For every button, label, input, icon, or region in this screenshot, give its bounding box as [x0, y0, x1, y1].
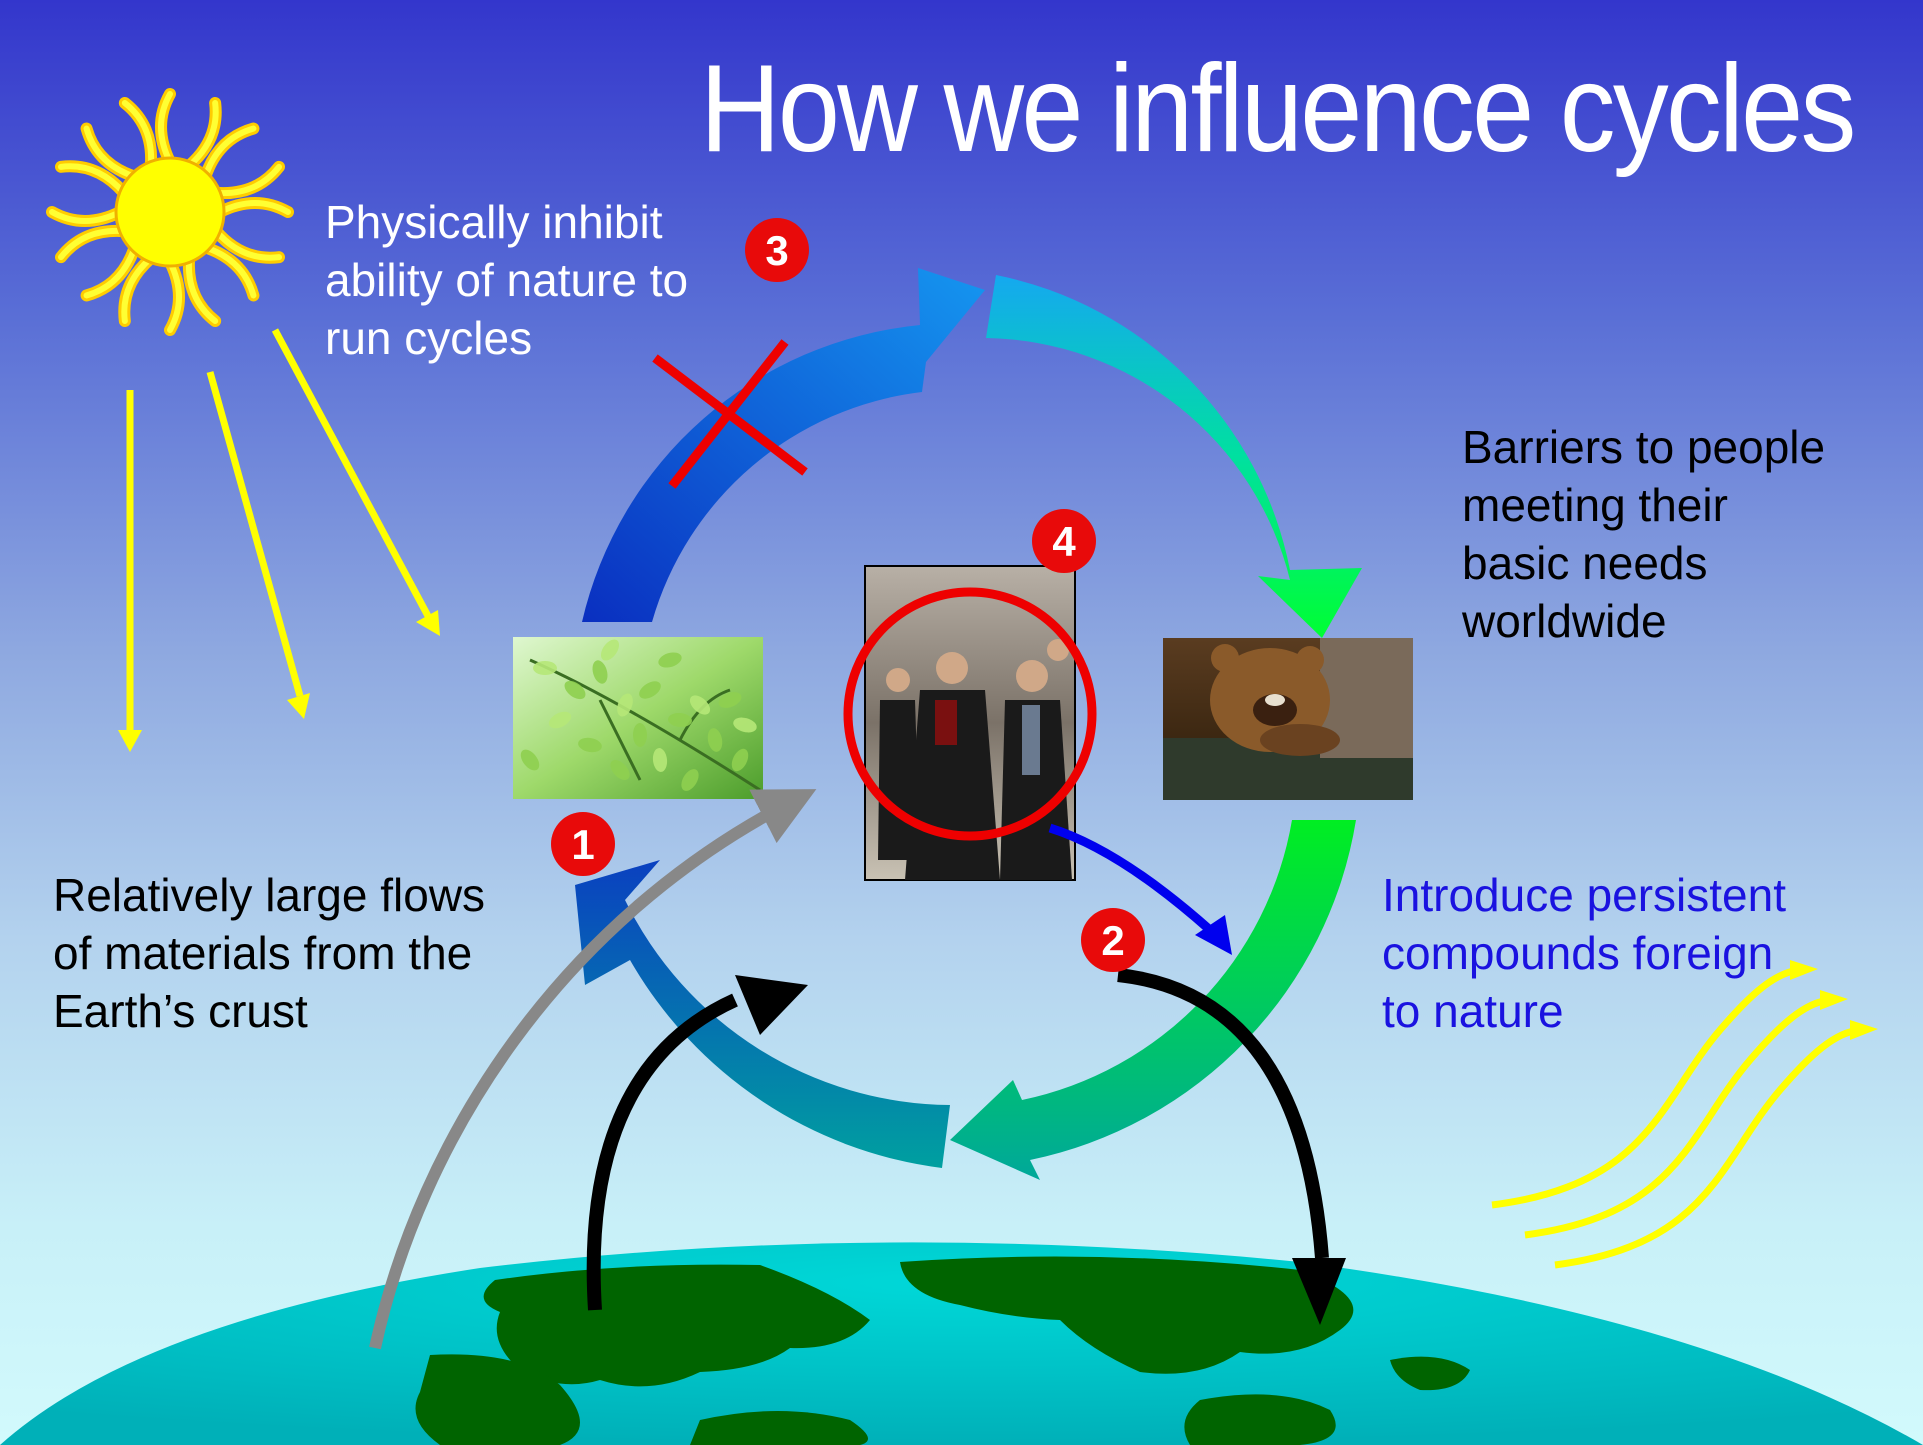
leaf: [578, 737, 602, 753]
leaf: [592, 660, 608, 684]
sun-ray: [202, 125, 257, 180]
bear-photo: [1163, 638, 1413, 800]
sun-ray-arrows: [118, 328, 440, 752]
leaf: [533, 661, 557, 675]
sun-ray: [121, 255, 154, 325]
sun-ray: [57, 227, 127, 261]
leaf: [731, 748, 749, 772]
deposition-arrow: [1117, 968, 1346, 1325]
persistent-compounds-arrow: [1048, 823, 1232, 955]
leaf: [564, 680, 586, 700]
badge-2: 2: [1081, 908, 1145, 972]
flows-note-line: of materials from the: [53, 927, 473, 979]
leaf: [639, 681, 661, 699]
highlight-circle-icon: [843, 587, 1097, 841]
inhibit-note: Physically inhibit ability of nature to …: [325, 193, 688, 367]
heat-wave-arrowheads: [1790, 960, 1878, 1040]
barriers-note: Barriers to people meeting their basic n…: [1462, 418, 1825, 650]
sun-icon: [46, 88, 294, 336]
sun-ray: [217, 200, 291, 215]
badge-3: 3: [745, 218, 809, 282]
leaf: [548, 711, 572, 729]
persistent-note-line: Introduce persistent: [1382, 869, 1787, 921]
leaf: [658, 652, 682, 668]
barriers-note-line: Barriers to people: [1462, 421, 1826, 473]
badge-1: 1: [551, 812, 615, 876]
barriers-note-line: worldwide: [1462, 595, 1667, 647]
extraction-arrow: [586, 975, 808, 1311]
sun-ray: [213, 163, 283, 197]
cross-mark-icon: [652, 339, 808, 489]
sun-ray: [83, 244, 138, 299]
sun-ray: [121, 99, 155, 169]
slide-title: How we influence cycles: [700, 40, 1856, 178]
flows-note-line: Earth’s crust: [53, 985, 308, 1037]
persistent-note-line: compounds foreign: [1382, 927, 1774, 979]
sun-ray: [185, 255, 219, 325]
leaf: [718, 692, 742, 708]
sun-ray: [167, 259, 182, 333]
sun-ray: [83, 125, 138, 180]
inhibit-note-line: Physically inhibit: [325, 196, 663, 248]
svg-text:4: 4: [1052, 518, 1076, 565]
sun-ray: [158, 91, 173, 165]
leaf: [610, 760, 630, 780]
flows-note: Relatively large flows of materials from…: [53, 866, 485, 1040]
barriers-note-line: basic needs: [1462, 537, 1708, 589]
sun-ray: [57, 163, 127, 196]
leaf: [520, 749, 540, 771]
leaf: [668, 712, 692, 728]
sun-ray: [213, 228, 283, 261]
leaf: [689, 695, 711, 715]
sun-ray: [202, 244, 257, 299]
svg-text:2: 2: [1101, 917, 1124, 964]
persistent-note: Introduce persistent compounds foreign t…: [1382, 866, 1786, 1040]
badge-4: 4: [1032, 509, 1096, 573]
persistent-note-line: to nature: [1382, 985, 1564, 1037]
barriers-note-line: meeting their: [1462, 479, 1728, 531]
cycle-arrows: [575, 268, 1362, 1180]
sun-ray: [186, 99, 219, 169]
leaf: [707, 728, 723, 752]
svg-text:3: 3: [765, 227, 788, 274]
leaf: [617, 693, 633, 717]
inhibit-note-line: run cycles: [325, 312, 533, 364]
leaf: [600, 639, 620, 661]
inhibit-note-line: ability of nature to: [325, 254, 689, 306]
flows-note-line: Relatively large flows: [53, 869, 486, 921]
crust-flow-arrow: [369, 789, 817, 1350]
leaf: [733, 717, 757, 733]
sun-ray: [49, 209, 123, 224]
sun-disc: [114, 156, 226, 268]
svg-text:1: 1: [571, 821, 594, 868]
heat-wave-arrows: [1491, 966, 1861, 1269]
leaves-photo: [513, 637, 763, 799]
leaf: [652, 748, 668, 772]
leaf: [632, 723, 648, 747]
leaf: [681, 769, 699, 791]
earth-globe-icon: [0, 1242, 1923, 1445]
